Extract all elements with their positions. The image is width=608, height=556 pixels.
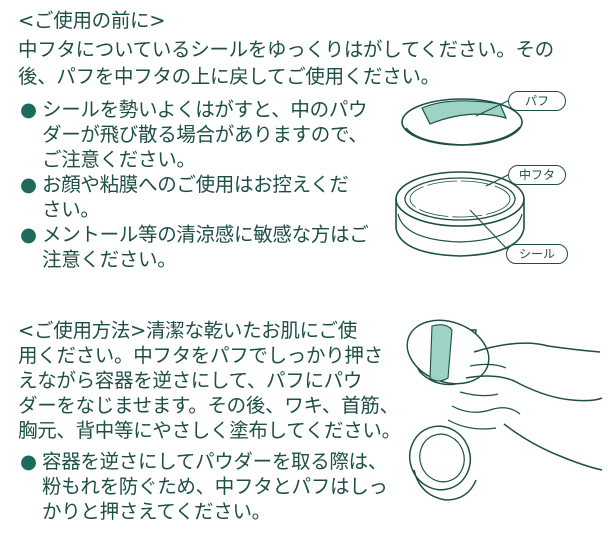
container-drawing: [395, 171, 525, 257]
section2-bullet-line-3: かりと押さえてください。: [42, 500, 271, 523]
inner-lid-label: 中フタ: [508, 165, 566, 185]
puff-label: パフ: [508, 91, 566, 111]
seal-label: シール: [506, 244, 568, 264]
bullet-2-line-1: お顔や粘膜へのご使用はお控えくだ: [42, 173, 349, 196]
bullet-1-line-2: ダーが飛び散る場合がありますので、: [42, 123, 368, 146]
inverted-container-drawing: [406, 319, 490, 386]
bullet-2-line-2: さい。: [42, 198, 100, 221]
section2-bullet-line-1: 容器を逆さにしてパウダーを取る際は、: [42, 450, 388, 473]
section1-heading: <ご使用の前に>: [18, 9, 166, 32]
puff-drawing: [401, 98, 523, 146]
section2-line-4: ダーをなじませます。その後、ワキ、首筋、: [18, 394, 399, 417]
section1-intro-line-1: 中フタについているシールをゆっくりはがしてください。その: [18, 38, 554, 61]
section2-line-3: えながら容器を逆さにして、パフにパウ: [18, 369, 363, 392]
bullet-glyph: ●: [20, 98, 37, 121]
bullet-1-line-1: シールを勢いよくはがすと、中のパウ: [42, 98, 368, 121]
bullet-glyph: ●: [20, 173, 37, 196]
lower-container-drawing: [409, 425, 477, 501]
bullet-1-line-3: ご注意ください。: [42, 148, 196, 171]
section2-line-2: 用ください。中フタをパフでしっかり押さ: [18, 344, 383, 367]
bullet-glyph: ●: [20, 450, 37, 473]
hand-drawing: [447, 342, 603, 471]
section2-line-5: 胸元、背中等にやさしく塗布してください。: [18, 419, 401, 442]
puff-and-container-illustration: [395, 98, 525, 257]
section1-intro-line-2: 後、パフを中フタの上に戻してご使用ください。: [18, 65, 440, 88]
bullet-glyph: ●: [20, 223, 37, 246]
section2-bullet-line-2: 粉もれを防ぐため、中フタとパフはしっ: [42, 475, 388, 498]
section2-line-1: <ご使用方法>清潔な乾いたお肌にご使: [18, 319, 357, 342]
bullet-3-line-2: 注意ください。: [42, 248, 177, 271]
bullet-3-line-1: メントール等の清涼感に敏感な方はご: [42, 223, 369, 246]
